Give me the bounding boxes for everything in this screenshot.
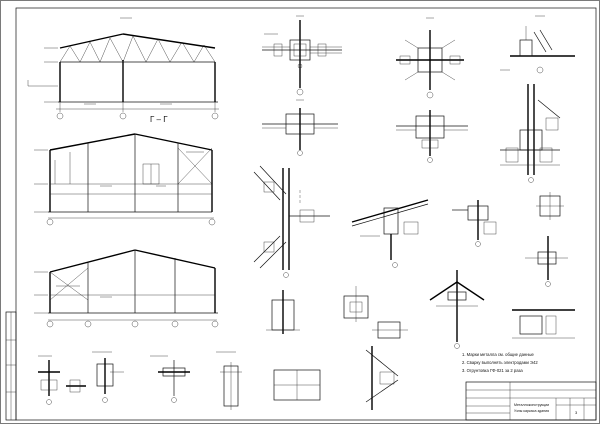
title-line-1: Металлоконструкции <box>514 403 549 407</box>
detail-angle <box>92 351 124 403</box>
detail-node-c <box>500 15 575 74</box>
detail-column-base <box>216 351 242 410</box>
inner-frame <box>15 7 597 421</box>
detail-bottom-cluster <box>273 346 399 410</box>
detail-tee <box>38 355 86 405</box>
note-1: 1. Марки металла см. общие данные <box>462 352 535 357</box>
binding-strip <box>5 311 17 421</box>
detail-bases <box>266 286 408 339</box>
bottom-details <box>38 351 242 410</box>
section-label: Г – Г <box>150 115 168 124</box>
sheet-number: 3 <box>575 410 578 415</box>
truss-elevation <box>27 17 219 120</box>
detail-beam-connection <box>452 192 564 247</box>
title-block: Металлоконструкции Узлы каркаса здания 3 <box>465 381 597 421</box>
note-2: 2. Сварку выполнять электродами Э42 <box>462 360 538 365</box>
detail-column-bracket <box>500 84 561 183</box>
detail-node-d <box>262 99 338 156</box>
detail-node-e <box>396 110 468 163</box>
center-details <box>253 15 575 410</box>
detail-node-a <box>262 15 342 96</box>
detail-roof-node <box>351 199 429 268</box>
detail-node-b <box>396 17 464 99</box>
general-notes: 1. Марки металла см. общие данные 2. Сва… <box>462 352 538 373</box>
frame-elevation <box>34 249 219 328</box>
section-elevation: Г – Г <box>34 115 216 226</box>
detail-knee <box>512 236 575 339</box>
detail-ridge <box>429 270 485 349</box>
detail-splice <box>150 355 190 403</box>
detail-diagonal-node <box>253 165 330 278</box>
note-3: 3. Огрунтовка ГФ-021 за 2 раза <box>462 368 523 373</box>
title-line-2: Узлы каркаса здания <box>514 409 549 413</box>
